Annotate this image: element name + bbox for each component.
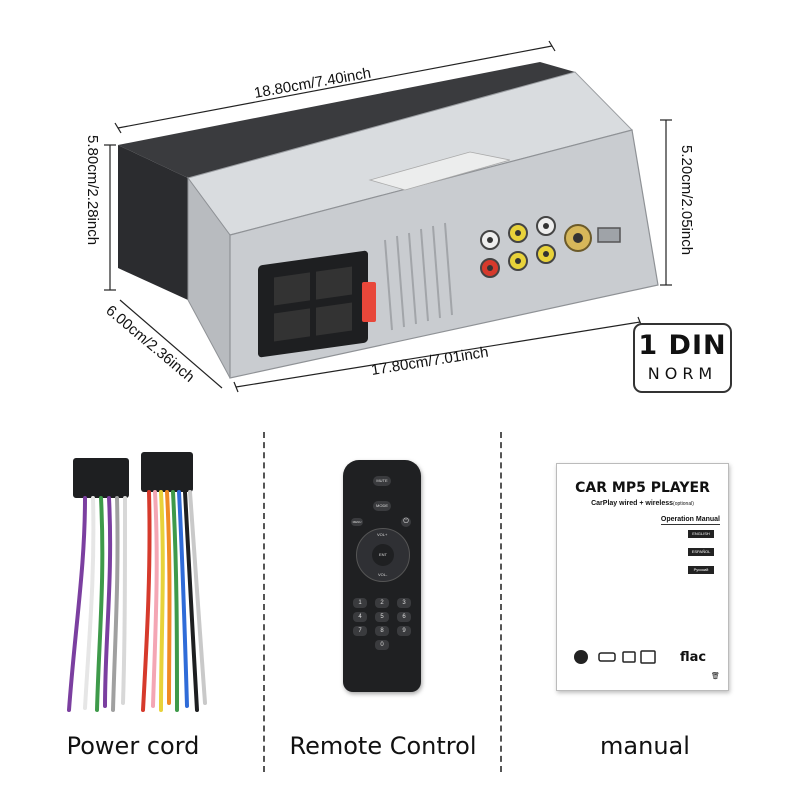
remote-ent-button: ENT xyxy=(372,544,394,566)
power-connector-left xyxy=(73,458,129,498)
manual-feature-icons xyxy=(574,650,656,664)
bluetooth-icon xyxy=(574,650,588,664)
video-icon xyxy=(622,651,636,663)
manual-subtitle: CarPlay wired + wireless(optional) xyxy=(591,500,694,507)
remote-vol-up: VOL+ xyxy=(377,532,388,537)
power-cord-illustration xyxy=(67,452,207,712)
remote-dpad: VOL+ VOL- ENT xyxy=(356,528,410,582)
rca-jacks xyxy=(480,216,556,278)
front-panel-top xyxy=(118,62,575,178)
dim-width-bottom: 17.80cm/7.01inch xyxy=(370,344,490,379)
manual-lang-spanish: ESPAÑOL xyxy=(688,548,714,556)
remote-power-button: ⏻ xyxy=(401,517,411,527)
manual-operation: Operation Manual xyxy=(660,516,720,525)
weee-icon: 🗑 xyxy=(711,673,720,680)
remote-number-button: 7 xyxy=(353,626,367,636)
radio-icon xyxy=(640,650,656,664)
power-wires xyxy=(67,490,207,712)
car-stereo-illustration: 18.80cm/7.40inch 5.80cm/2.28inch 5.20cm/… xyxy=(84,40,695,393)
power-connector-right xyxy=(141,452,193,492)
manual-flac: flac xyxy=(680,650,707,665)
dim-depth: 6.00cm/2.36inch xyxy=(102,302,197,386)
heat-sink xyxy=(384,222,453,331)
manual-booklet: CAR MP5 PLAYER CarPlay wired + wireless(… xyxy=(556,463,729,691)
din-badge-main: 1 DIN xyxy=(638,330,727,361)
manual-lang-russian: Русский xyxy=(688,566,714,574)
caption-power-cord: Power cord xyxy=(66,732,200,760)
dimension-lines xyxy=(104,40,672,393)
remote-number-button: 4 xyxy=(353,612,367,622)
iso-connector xyxy=(258,250,368,358)
remote-number-button: 2 xyxy=(375,598,389,608)
remote-number-button: 0 xyxy=(375,640,389,650)
caption-remote: Remote Control xyxy=(289,732,477,760)
remote-number-button: 6 xyxy=(397,612,411,622)
divider-left xyxy=(263,432,265,772)
remote-vol-down: VOL- xyxy=(378,572,388,577)
din-badge-sub: NORM xyxy=(647,364,718,383)
caption-manual: manual xyxy=(600,732,690,760)
divider-right xyxy=(500,432,502,772)
manual-lang-english: ENGLISH xyxy=(688,530,714,538)
remote-number-button: 8 xyxy=(375,626,389,636)
remote-number-button: 9 xyxy=(397,626,411,636)
front-panel xyxy=(118,145,188,300)
usb-port xyxy=(597,227,621,243)
label-sticker xyxy=(368,151,511,191)
remote-number-button: 5 xyxy=(375,612,389,622)
manual-title: CAR MP5 PLAYER xyxy=(575,480,710,496)
usb-icon xyxy=(598,652,616,662)
din-badge: 1 DIN NORM xyxy=(633,323,732,393)
dim-width-top: 18.80cm/7.40inch xyxy=(253,65,373,102)
remote-number-button: 1 xyxy=(353,598,367,608)
dim-height-left: 5.80cm/2.28inch xyxy=(84,135,101,245)
remote-mute-button: MUTE xyxy=(373,476,391,486)
remote-number-button: 3 xyxy=(397,598,411,608)
remote-mode-button: MODE xyxy=(373,501,391,511)
dim-height-right: 5.20cm/2.05inch xyxy=(678,145,695,255)
remote-menu-button: MENU xyxy=(351,518,363,526)
fuse xyxy=(362,282,376,322)
